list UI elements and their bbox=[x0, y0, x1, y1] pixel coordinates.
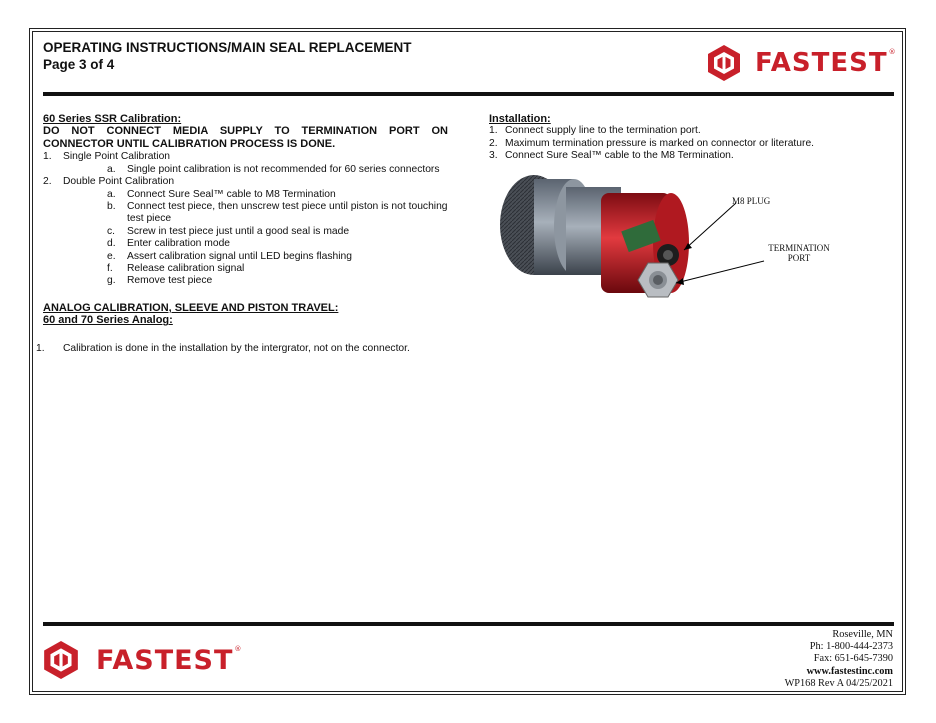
footer-city: Roseville, MN bbox=[832, 629, 893, 640]
substep-text: Assert calibration signal until LED begi… bbox=[127, 250, 352, 262]
footer-contact: Roseville, MN Ph: 1-800-444-2373 Fax: 65… bbox=[785, 629, 893, 690]
analog-step-number: 1. bbox=[36, 343, 45, 354]
calibration-substep: a. Single point calibration is not recomm… bbox=[43, 164, 448, 176]
header-logo: FASTEST® bbox=[707, 44, 897, 82]
step-text: Maximum termination pressure is marked o… bbox=[505, 137, 815, 149]
substep-letter: a. bbox=[107, 163, 116, 175]
calibration-warning: DO NOT CONNECT MEDIA SUPPLY TO TERMINATI… bbox=[43, 125, 448, 151]
substep-text: Connect test piece, then unscrew test pi… bbox=[127, 201, 448, 225]
substep-letter: f. bbox=[107, 263, 113, 275]
substep-text: Remove test piece bbox=[127, 275, 213, 287]
installation-steps: 1. Connect supply line to the termination… bbox=[489, 125, 889, 162]
calibration-substep: c. Screw in test piece just until a good … bbox=[43, 226, 448, 238]
footer-brand-name: FASTEST bbox=[96, 644, 234, 676]
footer-logo: FASTEST® bbox=[43, 640, 242, 680]
substep-letter: a. bbox=[107, 188, 116, 200]
substep-letter: e. bbox=[107, 250, 116, 262]
calibration-substep: g. Remove test piece bbox=[43, 275, 448, 287]
step-number: 1. bbox=[489, 125, 498, 137]
step-label: Single Point Calibration bbox=[63, 151, 171, 163]
page-border-outer bbox=[29, 28, 906, 695]
termination-label-line2: PORT bbox=[787, 253, 811, 263]
step-text: Connect Sure Seal™ cable to the M8 Termi… bbox=[505, 150, 734, 162]
calibration-substep: e. Assert calibration signal until LED be… bbox=[43, 251, 448, 263]
connector-illustration: M8 PLUG TERMINATION PORT bbox=[496, 165, 846, 325]
footer-fax: Fax: 651-645-7390 bbox=[813, 653, 893, 665]
step-number: 2. bbox=[489, 137, 498, 149]
header-rule bbox=[43, 92, 894, 96]
m8-plug-label: M8 PLUG bbox=[732, 196, 771, 206]
footer-phone: Ph: 1-800-444-2373 bbox=[809, 641, 893, 653]
substep-text: Release calibration signal bbox=[127, 263, 245, 275]
installation-step: 1. Connect supply line to the termination… bbox=[489, 125, 889, 137]
calibration-substep: f. Release calibration signal bbox=[43, 263, 448, 275]
footer-rule bbox=[43, 622, 894, 626]
substep-text: Enter calibration mode bbox=[127, 238, 231, 250]
header-trademark: ® bbox=[888, 48, 897, 56]
analog-step-text: Calibration is done in the installation … bbox=[63, 343, 410, 354]
analog-step: 1. Calibration is done in the installati… bbox=[36, 343, 410, 354]
substep-letter: d. bbox=[107, 238, 116, 250]
document-title: OPERATING INSTRUCTIONS/MAIN SEAL REPLACE… bbox=[43, 40, 412, 55]
calibration-substep: b. Connect test piece, then unscrew test … bbox=[43, 201, 448, 226]
calibration-section: 60 Series SSR Calibration: DO NOT CONNEC… bbox=[43, 113, 448, 327]
step-number: 2. bbox=[43, 176, 52, 188]
installation-heading: Installation: bbox=[489, 113, 551, 125]
fastest-logo-icon bbox=[44, 641, 78, 679]
page-border-inner bbox=[32, 31, 903, 692]
footer-website: www.fastestinc.com bbox=[806, 665, 893, 677]
step-number: 3. bbox=[489, 150, 498, 162]
substep-letter: c. bbox=[107, 225, 116, 237]
substep-letter: b. bbox=[107, 201, 116, 213]
header-brand-name: FASTEST bbox=[755, 48, 888, 78]
fastest-logo-icon bbox=[708, 45, 740, 81]
footer-doc-id: WP168 Rev A 04/25/2021 bbox=[784, 677, 893, 689]
footer-trademark: ® bbox=[234, 644, 243, 653]
installation-section: Installation: 1. Connect supply line to t… bbox=[489, 113, 889, 163]
substep-text: Connect Sure Seal™ cable to M8 Terminati… bbox=[127, 188, 336, 200]
step-label: Double Point Calibration bbox=[63, 176, 175, 188]
calibration-substep: d. Enter calibration mode bbox=[43, 238, 448, 250]
installation-step: 2. Maximum termination pressure is marked… bbox=[489, 138, 889, 150]
analog-subheading: 60 and 70 Series Analog: bbox=[43, 314, 173, 327]
termination-port-label: TERMINATION PORT bbox=[764, 243, 834, 263]
page-number: Page 3 of 4 bbox=[43, 57, 115, 72]
installation-step: 3. Connect Sure Seal™ cable to the M8 Ter… bbox=[489, 150, 889, 162]
analog-heading: ANALOG CALIBRATION, SLEEVE AND PISTON TR… bbox=[43, 301, 339, 314]
calibration-step: 1. Single Point Calibration bbox=[43, 151, 448, 163]
calibration-step: 2. Double Point Calibration bbox=[43, 176, 448, 188]
substep-text: Screw in test piece just until a good se… bbox=[127, 225, 350, 237]
calibration-substep: a. Connect Sure Seal™ cable to M8 Termina… bbox=[43, 189, 448, 201]
calibration-heading: 60 Series SSR Calibration: bbox=[43, 113, 182, 125]
substep-text: Single point calibration is not recommen… bbox=[127, 163, 440, 175]
step-text: Connect supply line to the termination p… bbox=[505, 125, 701, 137]
substep-letter: g. bbox=[107, 275, 116, 287]
termination-label-line1: TERMINATION bbox=[768, 243, 830, 253]
connector-image bbox=[500, 175, 765, 298]
step-number: 1. bbox=[43, 151, 52, 163]
